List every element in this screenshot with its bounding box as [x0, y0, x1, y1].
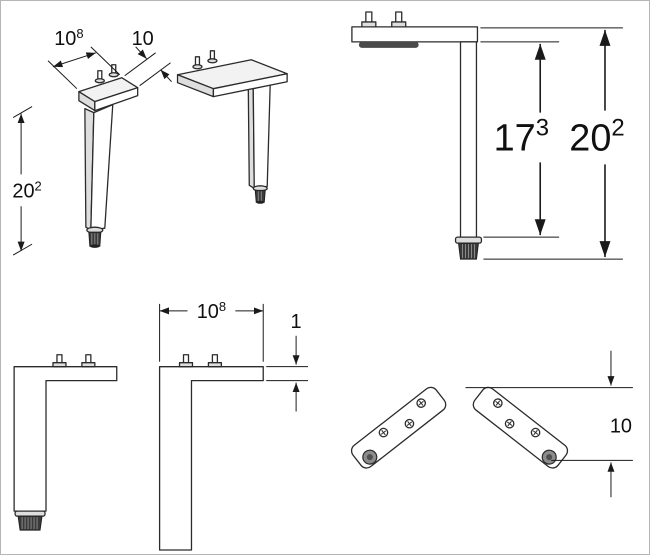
mounting-bolt-icon: [178, 354, 223, 368]
dim-label-top-view-depth: 10: [610, 415, 632, 437]
screw-icon: [378, 398, 427, 438]
top-view-plate-left: [350, 386, 447, 469]
iso-leg-tapered: [78, 64, 139, 248]
dimension-side-height-overall: 202: [480, 27, 625, 260]
dimension-iso-depth: 10: [124, 28, 172, 87]
front-leg-right: [158, 354, 264, 551]
dimension-front-plate-thickness: 1: [266, 311, 309, 412]
dim-label-side-height-overall: 202: [569, 115, 624, 160]
dim-label-front-plate-width: 108: [197, 299, 226, 323]
mounting-bolt-icon: [52, 354, 96, 368]
plates-top-view: 10: [350, 350, 633, 498]
dimension-front-plate-width: 108: [159, 299, 264, 362]
adjustable-foot-icon: [252, 185, 268, 204]
iso-leg-l-shape: [176, 50, 288, 204]
top-view-plate-right: [472, 386, 569, 469]
dim-label-iso-width: 108: [54, 26, 83, 50]
dim-label-front-plate-thickness: 1: [291, 311, 302, 333]
dim-label-iso-depth: 10: [132, 28, 154, 50]
dimension-side-height-to-foot: 173: [480, 41, 560, 238]
adjustable-foot-icon: [86, 226, 104, 248]
side-leg: [351, 11, 483, 260]
adjustable-foot-icon: [454, 236, 483, 260]
front-leg-left: [13, 354, 118, 531]
dimension-iso-height: 202: [12, 106, 42, 256]
dim-label-iso-height: 202: [12, 178, 41, 202]
dimension-iso-width: 108: [47, 26, 121, 90]
mounting-bolt-icon: [361, 11, 407, 28]
screw-icon: [493, 398, 541, 438]
front-elevation-view: 108 1: [13, 299, 309, 551]
adjustable-foot-icon: [14, 510, 46, 531]
dim-label-side-height-to-foot: 173: [494, 115, 549, 160]
mounting-bolt-icon: [192, 50, 218, 70]
iso-view: 108 10 202: [12, 26, 288, 256]
dimension-top-view-depth: 10: [465, 350, 633, 498]
side-elevation-view: 173 202: [351, 11, 625, 260]
